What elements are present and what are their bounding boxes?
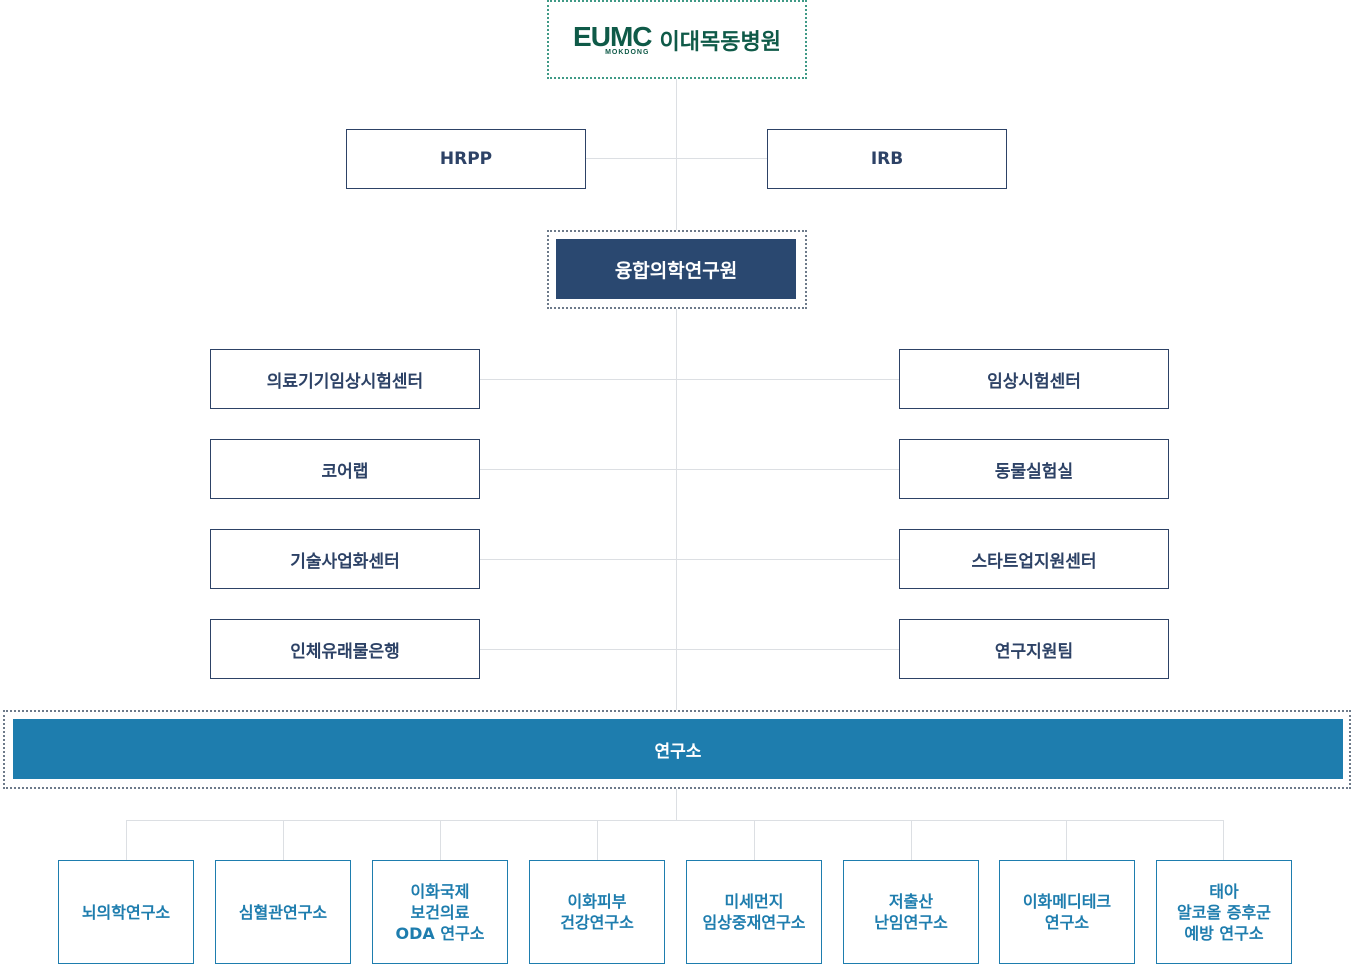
lab-drop-1 — [126, 820, 127, 860]
hrpp-box: HRPP — [346, 129, 586, 189]
lab-box-4: 이화피부 건강연구소 — [529, 860, 665, 964]
logo-sub-text: MOKDONG — [605, 49, 650, 56]
hospital-logo: EUMC MOKDONG 이대목동병원 — [549, 2, 805, 77]
lab-drop-3 — [440, 820, 441, 860]
unit-line-3 — [479, 559, 900, 560]
hrpp-irb-line — [585, 158, 767, 159]
labs-frame: 연구소 — [3, 710, 1351, 789]
right-unit-4: 연구지원팀 — [899, 619, 1169, 679]
lab-bus-line — [126, 820, 1224, 821]
eumc-logo-mark: EUMC MOKDONG — [573, 21, 652, 57]
lab-box-6: 저출산 난임연구소 — [843, 860, 979, 964]
hospital-logo-box: EUMC MOKDONG 이대목동병원 — [547, 0, 807, 79]
institute-frame: 융합의학연구원 — [547, 230, 807, 309]
lab-box-1: 뇌의학연구소 — [58, 860, 194, 964]
lab-box-7: 이화메디테크 연구소 — [999, 860, 1135, 964]
trunk-line-lower — [676, 789, 677, 821]
unit-line-1 — [479, 379, 900, 380]
unit-line-4 — [479, 649, 900, 650]
left-unit-4: 인체유래물은행 — [210, 619, 480, 679]
lab-box-3: 이화국제 보건의료 ODA 연구소 — [372, 860, 508, 964]
left-unit-2: 코어랩 — [210, 439, 480, 499]
labs-band: 연구소 — [13, 719, 1343, 779]
lab-box-8: 태아 알코올 증후군 예방 연구소 — [1156, 860, 1292, 964]
lab-drop-6 — [911, 820, 912, 860]
lab-drop-7 — [1066, 820, 1067, 860]
irb-box: IRB — [767, 129, 1007, 189]
lab-box-2: 심혈관연구소 — [215, 860, 351, 964]
right-unit-3: 스타트업지원센터 — [899, 529, 1169, 589]
hospital-name: 이대목동병원 — [659, 29, 781, 55]
institute-box: 융합의학연구원 — [556, 239, 796, 299]
logo-mark-text: EUMC — [573, 21, 652, 52]
unit-line-2 — [479, 469, 900, 470]
left-unit-1: 의료기기임상시험센터 — [210, 349, 480, 409]
lab-drop-5 — [754, 820, 755, 860]
trunk-line-upper — [676, 79, 677, 719]
lab-drop-4 — [597, 820, 598, 860]
lab-drop-8 — [1223, 820, 1224, 860]
right-unit-2: 동물실험실 — [899, 439, 1169, 499]
right-unit-1: 임상시험센터 — [899, 349, 1169, 409]
lab-box-5: 미세먼지 임상중재연구소 — [686, 860, 822, 964]
left-unit-3: 기술사업화센터 — [210, 529, 480, 589]
lab-drop-2 — [283, 820, 284, 860]
